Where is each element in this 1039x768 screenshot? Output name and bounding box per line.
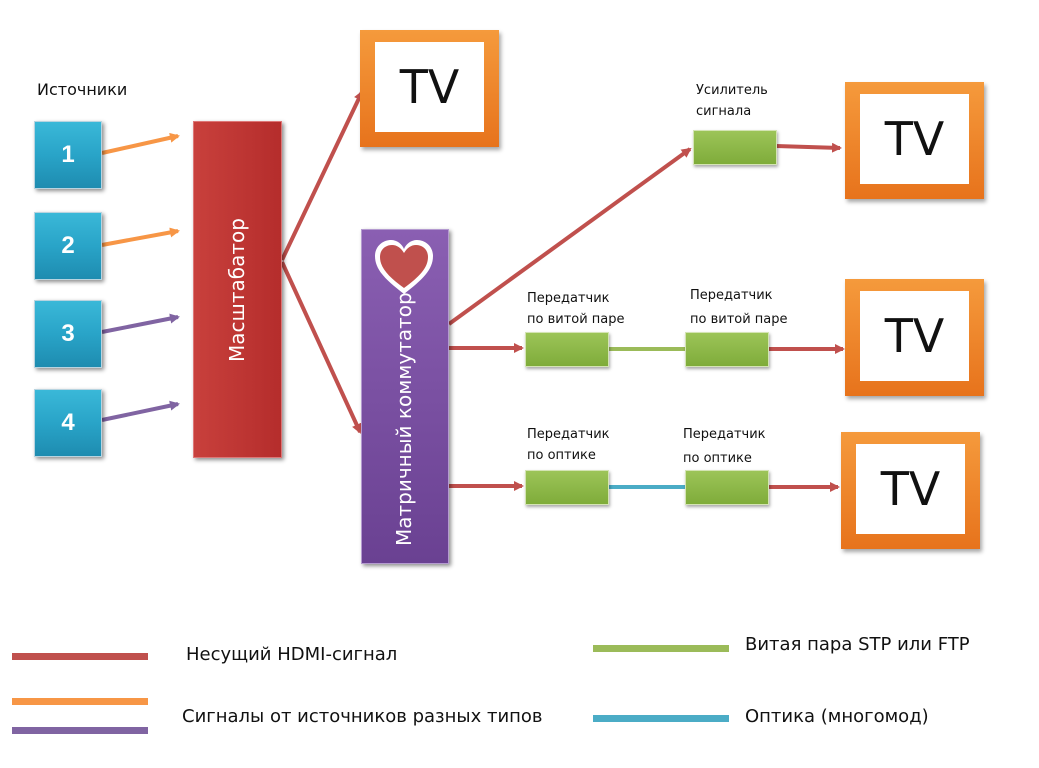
tv-4: TV (841, 432, 980, 549)
tv-1-label: TV (375, 42, 484, 132)
amplifier-label-line1: Усилитель (696, 83, 768, 98)
tv-3-label: TV (860, 291, 969, 381)
legend-hdmi-label: Несущий HDMI-сигнал (186, 644, 398, 665)
scaler-block (193, 121, 282, 458)
tv-4-label: TV (856, 444, 965, 534)
tv-2-label: TV (860, 94, 969, 184)
legend-sources-label: Сигналы от источников разных типов (182, 706, 543, 727)
twisted-pair-receiver (685, 332, 769, 367)
scaler-to-tv-arrow (280, 90, 364, 261)
twisted-rx-label-line1: Передатчик (690, 288, 773, 303)
heart-icon (375, 240, 433, 294)
twisted-pair-transmitter (525, 332, 609, 367)
source3-arrow (101, 313, 180, 334)
legend-optic-swatch (593, 715, 729, 722)
source-box-1: 1 (34, 121, 102, 189)
optic-rx-label-line2: по оптике (683, 451, 752, 466)
optic-receiver (685, 470, 769, 505)
tv-3: TV (845, 279, 984, 396)
source-box-3: 3 (34, 300, 102, 368)
source1-arrow (101, 132, 180, 155)
amplifier-label-line2: сигнала (696, 104, 752, 119)
legend-twisted-swatch (593, 645, 729, 652)
legend-hdmi-swatch (12, 653, 148, 660)
optic-tx-label-line2: по оптике (527, 448, 596, 463)
twisted-rx-label-line2: по витой паре (690, 312, 788, 327)
twisted-tx-label-line1: Передатчик (527, 291, 610, 306)
source-box-4: 4 (34, 389, 102, 457)
signal-amplifier (693, 130, 777, 165)
source4-arrow (101, 400, 180, 422)
twisted-tx-label-line2: по витой паре (527, 312, 625, 327)
legend-orange-swatch (12, 698, 148, 705)
matrix-to-amplifier-arrow (447, 147, 692, 326)
scaler-label: Масштабатор (225, 218, 249, 362)
tv-2: TV (845, 82, 984, 199)
tv-1: TV (360, 30, 499, 147)
legend-twisted-label: Витая пара STP или FTP (745, 634, 970, 655)
legend-optic-label: Оптика (многомод) (745, 706, 929, 727)
optic-tx-label-line1: Передатчик (527, 427, 610, 442)
source2-arrow (101, 227, 180, 247)
legend-purple-swatch (12, 727, 148, 734)
scaler-to-matrix-arrow (280, 261, 362, 434)
source-box-2: 2 (34, 212, 102, 280)
amplifier-to-tv-arrow (775, 142, 842, 153)
optic-rx-label-line1: Передатчик (683, 427, 766, 442)
optic-transmitter (525, 470, 609, 505)
sources-title: Источники (37, 80, 128, 99)
matrix-switch-label: Матричный коммутатор (392, 292, 416, 546)
